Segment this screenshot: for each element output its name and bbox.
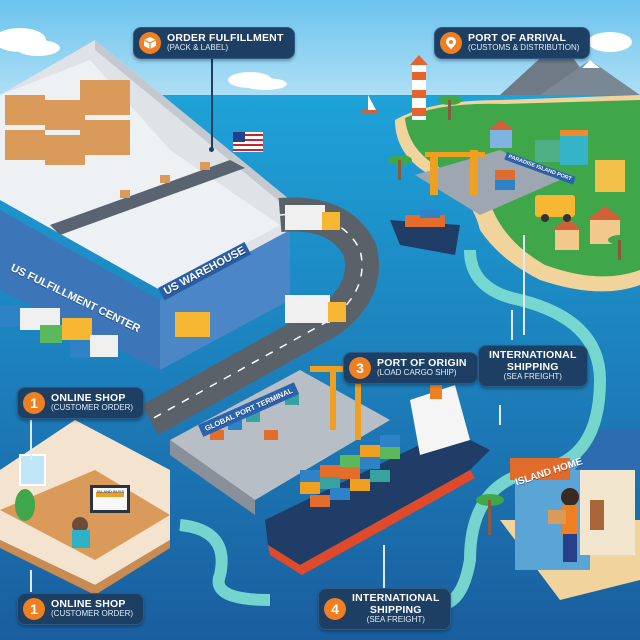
callout-title-line1: INTERNATIONAL (352, 592, 440, 604)
step-number-badge: 3 (349, 357, 371, 379)
palm-trees (388, 95, 632, 535)
leader-line (30, 570, 32, 592)
callout-international-shipping-lower: 4 INTERNATIONAL SHIPPING (SEA FREIGHT) (318, 588, 451, 630)
package-icon (139, 32, 161, 54)
leader-line (511, 310, 513, 340)
callout-title-line2: SHIPPING (506, 360, 559, 373)
location-pin-icon (440, 32, 462, 54)
leader-dot (209, 147, 214, 152)
callout-subtitle: (SEA FREIGHT) (366, 615, 425, 625)
step-number-badge: 1 (23, 598, 45, 620)
leader-line (211, 55, 213, 150)
callout-title: PORT OF ORIGIN (377, 356, 467, 369)
delivery-van (535, 195, 575, 222)
callout-subtitle: (LOAD CARGO SHIP) (377, 368, 457, 378)
callout-subtitle: (PACK & LABEL) (167, 43, 229, 53)
laptop-screen-text: ISLAND BUYS (97, 489, 125, 494)
callout-order-fulfillment: ORDER FULFILLMENT (PACK & LABEL) (133, 27, 295, 59)
small-cargo-ship (390, 210, 460, 255)
home-office (0, 420, 170, 595)
conveyor-belt (50, 160, 245, 235)
callout-port-of-arrival: PORT OF ARRIVAL (CUSTOMS & DISTRIBUTION) (434, 27, 591, 59)
us-flag (233, 132, 263, 152)
callout-title: ORDER FULFILLMENT (167, 31, 284, 44)
callout-title-line1: INTERNATIONAL (489, 349, 577, 361)
trucks (0, 305, 210, 358)
callout-subtitle: (CUSTOMS & DISTRIBUTION) (468, 43, 580, 53)
leader-line (523, 235, 525, 335)
callout-subtitle: (SEA FREIGHT) (503, 372, 562, 382)
global-port-terminal (170, 366, 390, 515)
leader-line (499, 405, 501, 425)
leader-line (383, 545, 385, 590)
island-home (500, 430, 640, 600)
lighthouse (410, 55, 428, 120)
callout-title: PORT OF ARRIVAL (468, 31, 567, 44)
road-trucks (285, 205, 346, 323)
callout-online-shop-upper: 1 ONLINE SHOP (CUSTOMER ORDER) (17, 387, 145, 419)
cargo-ship (265, 385, 490, 575)
ship-containers (300, 435, 400, 507)
callout-port-of-origin: 3 PORT OF ORIGIN (LOAD CARGO SHIP) (343, 352, 478, 384)
step-number-badge: 1 (23, 392, 45, 414)
step-number-badge: 4 (324, 597, 346, 620)
callout-title: ONLINE SHOP (51, 391, 126, 404)
leader-line (30, 420, 32, 460)
cloud (0, 28, 632, 90)
sailboat (362, 95, 378, 113)
callout-subtitle: (CUSTOMER ORDER) (51, 609, 134, 619)
callout-online-shop-lower: 1 ONLINE SHOP (CUSTOMER ORDER) (17, 593, 145, 625)
callout-subtitle: (CUSTOMER ORDER) (51, 403, 134, 413)
route-path (179, 249, 607, 611)
storage-racks (5, 80, 130, 165)
callout-international-shipping-upper: INTERNATIONAL SHIPPING (SEA FREIGHT) (478, 345, 588, 387)
callout-title-line2: SHIPPING (369, 603, 422, 616)
island-houses (488, 120, 625, 250)
callout-title: ONLINE SHOP (51, 597, 126, 610)
